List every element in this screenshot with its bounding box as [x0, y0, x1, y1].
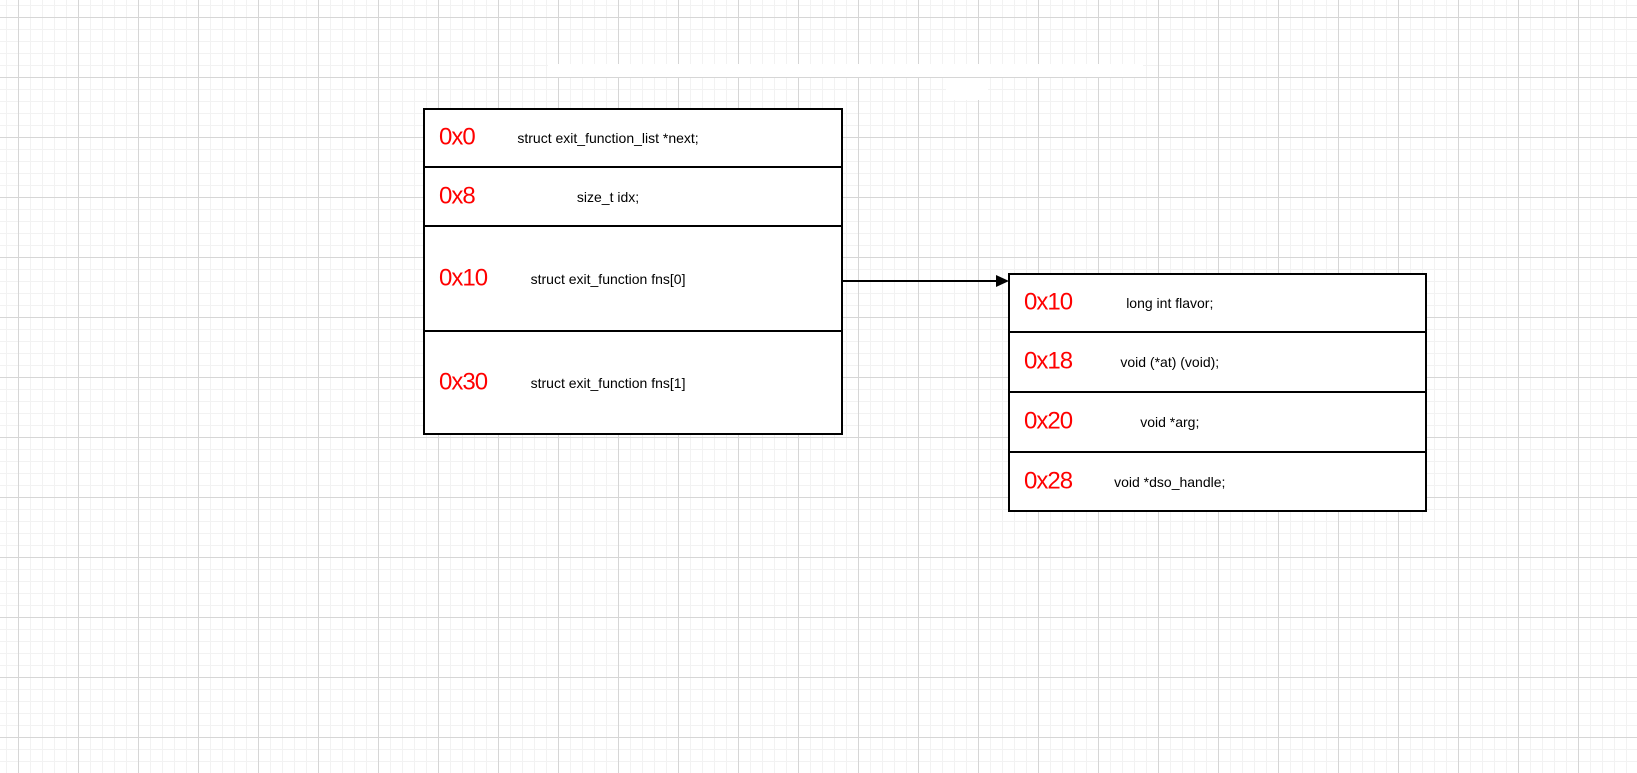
offset-label: 0x28 [1024, 466, 1073, 494]
row-fns-1[interactable]: 0x30 struct exit_function fns[1] [425, 332, 841, 433]
offset-label: 0x0 [439, 123, 476, 151]
grid-render-gap [946, 78, 988, 100]
exit-function-list-box[interactable]: 0x0 struct exit_function_list *next; 0x8… [423, 108, 843, 435]
offset-label: 0x8 [439, 181, 476, 209]
row-arg[interactable]: 0x20 void *arg; [1010, 393, 1425, 453]
row-flavor[interactable]: 0x10 long int flavor; [1010, 275, 1425, 333]
field-label: struct exit_function_list *next; [517, 130, 699, 146]
offset-label: 0x20 [1024, 407, 1073, 435]
offset-label: 0x10 [439, 263, 488, 291]
field-label: struct exit_function fns[0] [530, 270, 686, 287]
row-dso-handle[interactable]: 0x28 void *dso_handle; [1010, 453, 1425, 510]
field-label: struct exit_function fns[1] [530, 374, 686, 391]
offset-label: 0x18 [1024, 347, 1073, 375]
field-label: void *dso_handle; [1114, 473, 1226, 490]
row-at-fnptr[interactable]: 0x18 void (*at) (void); [1010, 333, 1425, 393]
exit-function-box[interactable]: 0x10 long int flavor; 0x18 void (*at) (v… [1008, 273, 1427, 512]
connector-arrow[interactable] [841, 273, 1011, 289]
row-fns-0[interactable]: 0x10 struct exit_function fns[0] [425, 227, 841, 332]
field-label: long int flavor; [1126, 295, 1214, 311]
field-label: void *arg; [1140, 414, 1200, 430]
field-label: void (*at) (void); [1120, 354, 1220, 370]
offset-label: 0x10 [1024, 288, 1073, 316]
grid-render-gap [548, 64, 1143, 77]
row-idx[interactable]: 0x8 size_t idx; [425, 168, 841, 227]
offset-label: 0x30 [439, 367, 488, 395]
row-next-pointer[interactable]: 0x0 struct exit_function_list *next; [425, 110, 841, 168]
field-label: size_t idx; [576, 188, 640, 205]
